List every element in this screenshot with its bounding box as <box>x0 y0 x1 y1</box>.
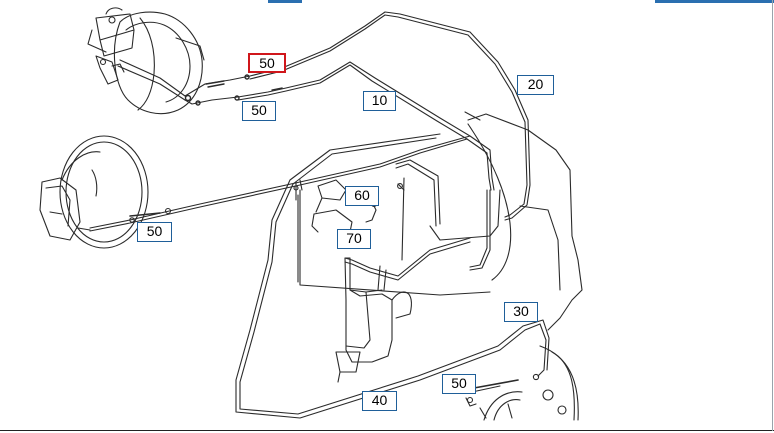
brake-line-from-master <box>184 11 531 271</box>
abs-hydraulic-unit <box>335 237 471 383</box>
callout-40[interactable]: 40 <box>362 391 397 411</box>
callout-10[interactable]: 10 <box>363 91 396 111</box>
callout-50-lower[interactable]: 50 <box>442 374 476 394</box>
header-rule-right <box>655 0 774 3</box>
vehicle-body-outline <box>297 111 583 331</box>
brake-line-rear <box>235 133 550 419</box>
callout-20[interactable]: 20 <box>517 75 554 95</box>
callout-50-left[interactable]: 50 <box>137 222 172 242</box>
header-rule-left <box>268 0 302 3</box>
callout-70[interactable]: 70 <box>337 229 371 249</box>
callout-50-top-selected[interactable]: 50 <box>248 53 286 73</box>
callout-60[interactable]: 60 <box>345 186 379 206</box>
rear-wheel-brake <box>465 345 579 421</box>
callout-30[interactable]: 30 <box>504 302 538 322</box>
callout-50-upper[interactable]: 50 <box>242 101 276 121</box>
frame-right-edge <box>772 0 773 431</box>
brake-booster-master-cylinder <box>87 7 205 115</box>
frame-bottom-edge <box>0 430 774 431</box>
line-fittings-top <box>184 74 283 106</box>
front-brake-disc-left <box>39 135 149 249</box>
